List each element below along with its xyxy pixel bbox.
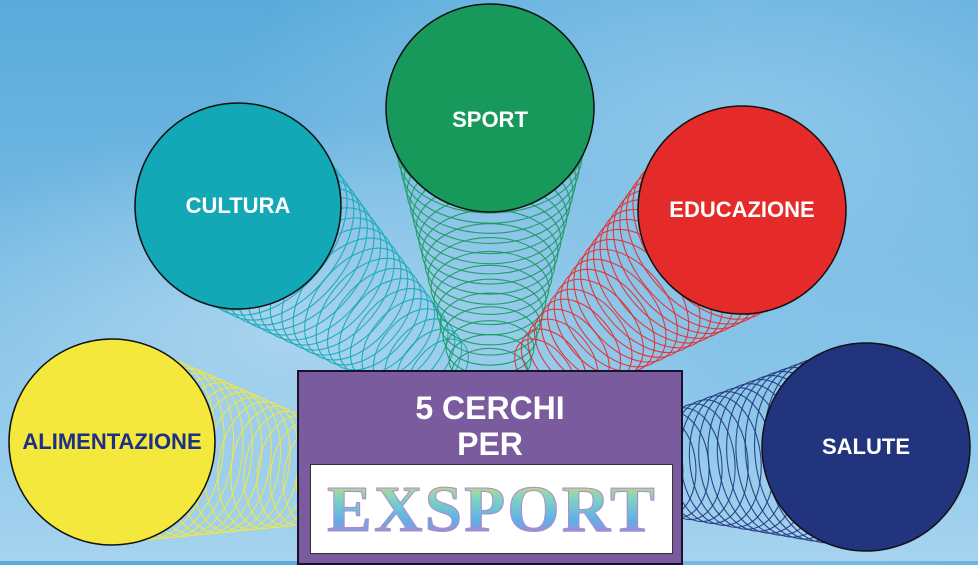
- circle-cultura: [134, 102, 342, 310]
- coil-ring: [679, 395, 762, 526]
- circle-educazione: [637, 105, 847, 315]
- center-panel: 5 CERCHI PER EXSPORT: [297, 370, 683, 565]
- exsport-logo-text: EXSPORT: [327, 473, 657, 546]
- circle-alimentazione: [8, 338, 216, 546]
- coil-ring: [442, 306, 538, 366]
- exsport-logo-wordmark: EXSPORT: [326, 473, 657, 547]
- circle-discs: [8, 3, 971, 552]
- circle-salute: [761, 342, 971, 552]
- panel-title-line2: PER: [457, 426, 523, 462]
- coil-ring: [427, 237, 553, 315]
- coil-ring: [430, 250, 550, 326]
- panel-title-line1: 5 CERCHI: [415, 390, 565, 426]
- coil-ring: [560, 268, 656, 373]
- exsport-logo: EXSPORT: [310, 464, 673, 554]
- panel-title: 5 CERCHI PER: [299, 390, 681, 462]
- circle-sport: [385, 3, 595, 213]
- coil-ring: [439, 292, 541, 356]
